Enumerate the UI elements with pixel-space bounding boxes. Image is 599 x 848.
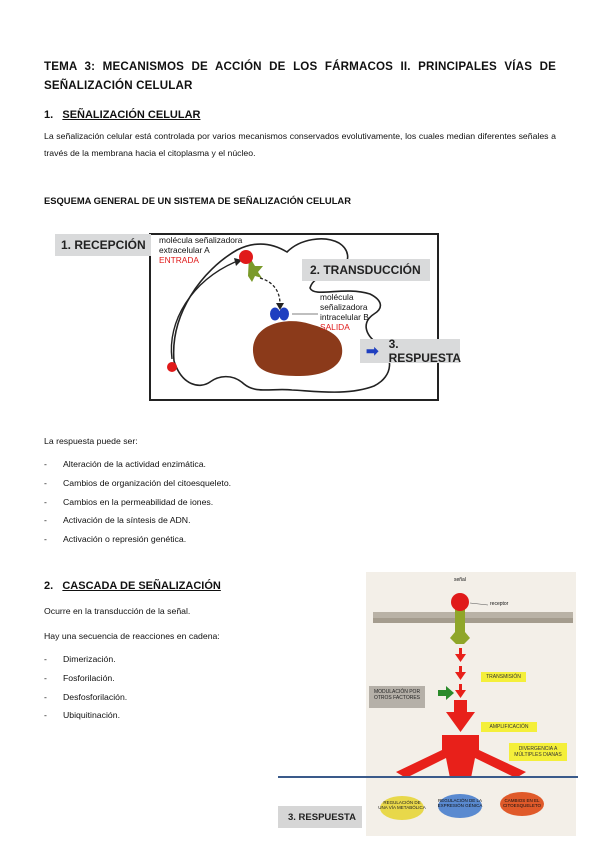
list-item: -Cambios de organización del citoesquele… — [44, 477, 232, 488]
arrow-right-icon: ➡ — [366, 343, 379, 360]
signal-label: señal — [454, 577, 466, 583]
signal-ball — [451, 593, 469, 611]
arrow-head-2 — [276, 303, 284, 310]
molecule-a-line2: extracelular A — [159, 245, 210, 255]
response-text: 3. RESPUESTA — [388, 337, 462, 365]
entrada-label: ENTRADA — [159, 255, 200, 265]
molecule-b-left — [270, 307, 280, 321]
molecule-a — [239, 250, 253, 264]
cell-membrane — [172, 238, 391, 393]
transduction-dashed-arrow — [259, 277, 281, 305]
section2-line2: Hay una secuencia de reacciones en caden… — [44, 631, 220, 641]
transmission-tag: TRANSMISIÓN — [481, 672, 526, 682]
cytoplasm-line — [278, 776, 578, 778]
list-item: -Cambios en la permeabilidad de iones. — [44, 496, 214, 507]
cascade-steps-list: -Dimerización. -Fosforilación. -Desfosfo… — [44, 654, 294, 729]
section2-title: CASCADA DE SEÑALIZACIÓN — [62, 580, 221, 592]
membrane-top — [373, 612, 573, 618]
molecule-b-line3: intracelular B — [320, 312, 369, 322]
target-gene-shape — [438, 794, 482, 818]
receptor-a-shape — [248, 256, 263, 282]
section1-heading: 1. SEÑALIZACIÓN CELULAR — [44, 109, 200, 121]
modulation-tag: MODULACIÓN POR OTROS FACTORES — [369, 686, 425, 708]
list-item: -Alteración de la actividad enzimática. — [44, 459, 206, 469]
cascade-svg — [278, 593, 578, 820]
transduction-label: 2. TRANSDUCCIÓN — [302, 259, 430, 281]
list-item: -Ubiquitinación. — [44, 710, 120, 721]
response-list: -Alteración de la actividad enzimática. … — [44, 459, 364, 553]
section1-paragraph: La señalización celular está controlada … — [44, 131, 556, 158]
molecule-b-line1: molécula — [320, 292, 354, 302]
molecule-a-line1: molécula señalizadora — [159, 235, 243, 245]
reception-label: 1. RECEPCIÓN — [55, 234, 151, 256]
receptor-shape — [450, 608, 470, 644]
target-cytoskeleton-label: CAMBIOS EN EL CITOESQUELETO — [502, 798, 542, 808]
cascade-figure: señal receptor TRANSMISIÓN MODULACIÓN PO… — [278, 572, 578, 836]
section2-line1: Ocurre en la transducción de la señal. — [44, 606, 191, 616]
membrane-bottom — [373, 618, 573, 623]
modulation-arrow — [438, 686, 454, 700]
target-metabolic-shape — [380, 796, 424, 820]
response-box: 3. RESPUESTA — [278, 806, 362, 828]
signal-molecule-start — [167, 362, 177, 372]
list-item: -Activación o represión genética. — [44, 534, 187, 545]
cell-box — [149, 233, 439, 401]
divergence-tag: DIVERGENCIA A MÚLTIPLES DIANAS — [509, 743, 567, 761]
list-item: -Activación de la síntesis de ADN. — [44, 515, 191, 526]
section2-number: 2. — [44, 580, 54, 592]
list-item: -Dimerización. — [44, 654, 116, 664]
list-item: -Desfosforilación. — [44, 691, 128, 702]
response-label: ➡ 3. RESPUESTA — [360, 337, 462, 365]
molecule-a-label: molécula señalizadora extracelular A ENT… — [159, 235, 242, 265]
target-cytoskeleton-shape — [500, 792, 544, 816]
amplification-arrow-head — [446, 712, 475, 732]
amplification-arrow-stem — [454, 700, 467, 712]
amplification-tag: AMPLIFICACIÓN — [481, 722, 537, 732]
molecule-b-line2: señalizadora — [320, 302, 368, 312]
input-path-arrow — [170, 261, 236, 360]
molecule-b-right — [279, 307, 289, 321]
receptor-label: receptor — [490, 601, 509, 607]
section1-title: SEÑALIZACIÓN CELULAR — [62, 109, 201, 121]
target-gene-label: REGULACIÓN DE LA EXPRESIÓN GÉNICA — [437, 798, 483, 808]
salida-label: SALIDA — [320, 322, 350, 332]
divergence-shape — [396, 735, 526, 778]
list-item: -Fosforilación. — [44, 672, 115, 683]
molecule-b-label: molécula señalizadora intracelular B SAL… — [320, 292, 369, 332]
target-metabolic-label: REGULACIÓN DE UNA VÍA METABÓLICA — [378, 800, 426, 810]
receptor-pointer — [469, 602, 489, 606]
section1-number: 1. — [44, 109, 54, 121]
section2-heading: 2. CASCADA DE SEÑALIZACIÓN — [44, 580, 221, 592]
response-intro: La respuesta puede ser: — [44, 436, 138, 446]
nucleus-shape — [252, 321, 343, 376]
signaling-scheme-figure: 1. RECEPCIÓN molécula señalizadora extra… — [52, 226, 462, 404]
transmission-arrows — [455, 648, 466, 698]
cell-diagram-svg — [167, 238, 391, 393]
page-title: TEMA 3: MECANISMOS DE ACCIÓN DE LOS FÁRM… — [44, 60, 556, 92]
scheme-title: ESQUEMA GENERAL DE UN SISTEMA DE SEÑALIZ… — [44, 195, 351, 206]
